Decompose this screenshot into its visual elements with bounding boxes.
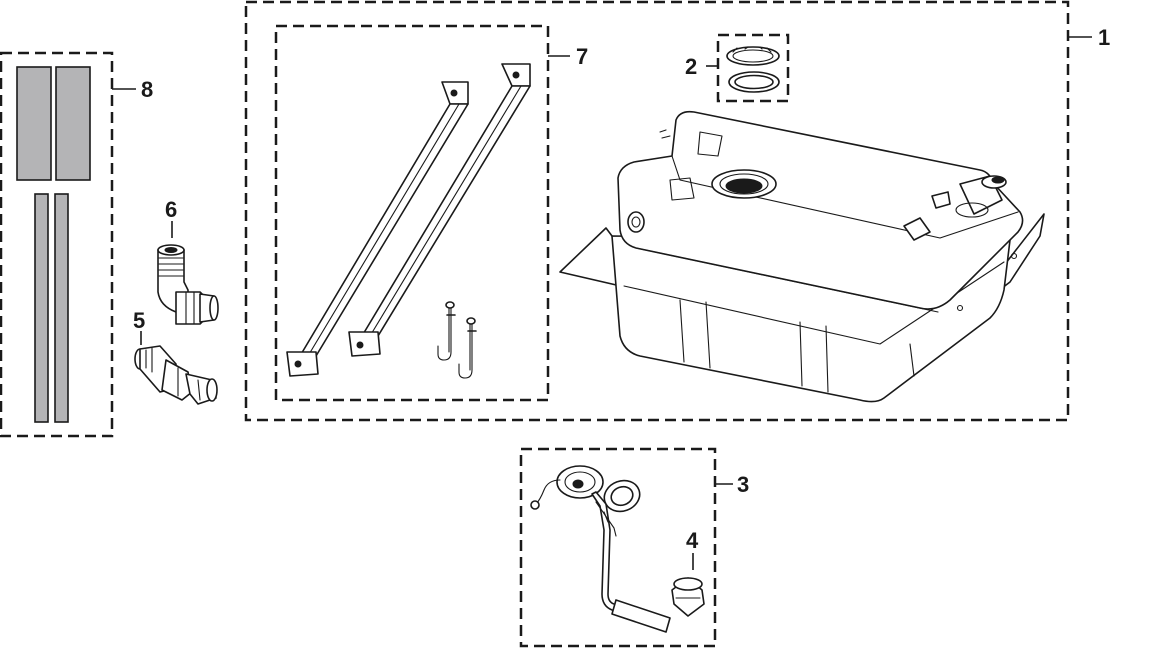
callout-8: 8 bbox=[141, 77, 153, 102]
lock-ring-and-seal bbox=[726, 46, 780, 93]
j-bolt-right bbox=[458, 317, 477, 379]
tank-strap-right bbox=[348, 63, 531, 357]
straight-fitting bbox=[134, 345, 218, 405]
fuel-strainer bbox=[671, 577, 705, 617]
callout-7: 7 bbox=[576, 44, 588, 69]
group-box-1 bbox=[244, 0, 1070, 422]
group-box-8 bbox=[0, 51, 114, 438]
callout-3: 3 bbox=[737, 472, 749, 497]
sending-unit-gasket bbox=[603, 479, 641, 513]
callout-6: 6 bbox=[165, 197, 177, 222]
elbow-fitting bbox=[157, 244, 219, 325]
callout-5: 5 bbox=[133, 308, 145, 333]
fuel-tank bbox=[559, 110, 1045, 403]
callout-4: 4 bbox=[686, 528, 699, 553]
fuel-sending-unit bbox=[530, 465, 671, 633]
group-box-7 bbox=[274, 24, 550, 402]
insulating-strips bbox=[16, 66, 91, 423]
tank-strap-left bbox=[286, 81, 469, 377]
group-box-2 bbox=[716, 33, 790, 103]
callout-1: 1 bbox=[1098, 25, 1110, 50]
group-box-3 bbox=[519, 447, 717, 648]
callout-2: 2 bbox=[685, 54, 697, 79]
j-bolt-left bbox=[437, 301, 456, 361]
